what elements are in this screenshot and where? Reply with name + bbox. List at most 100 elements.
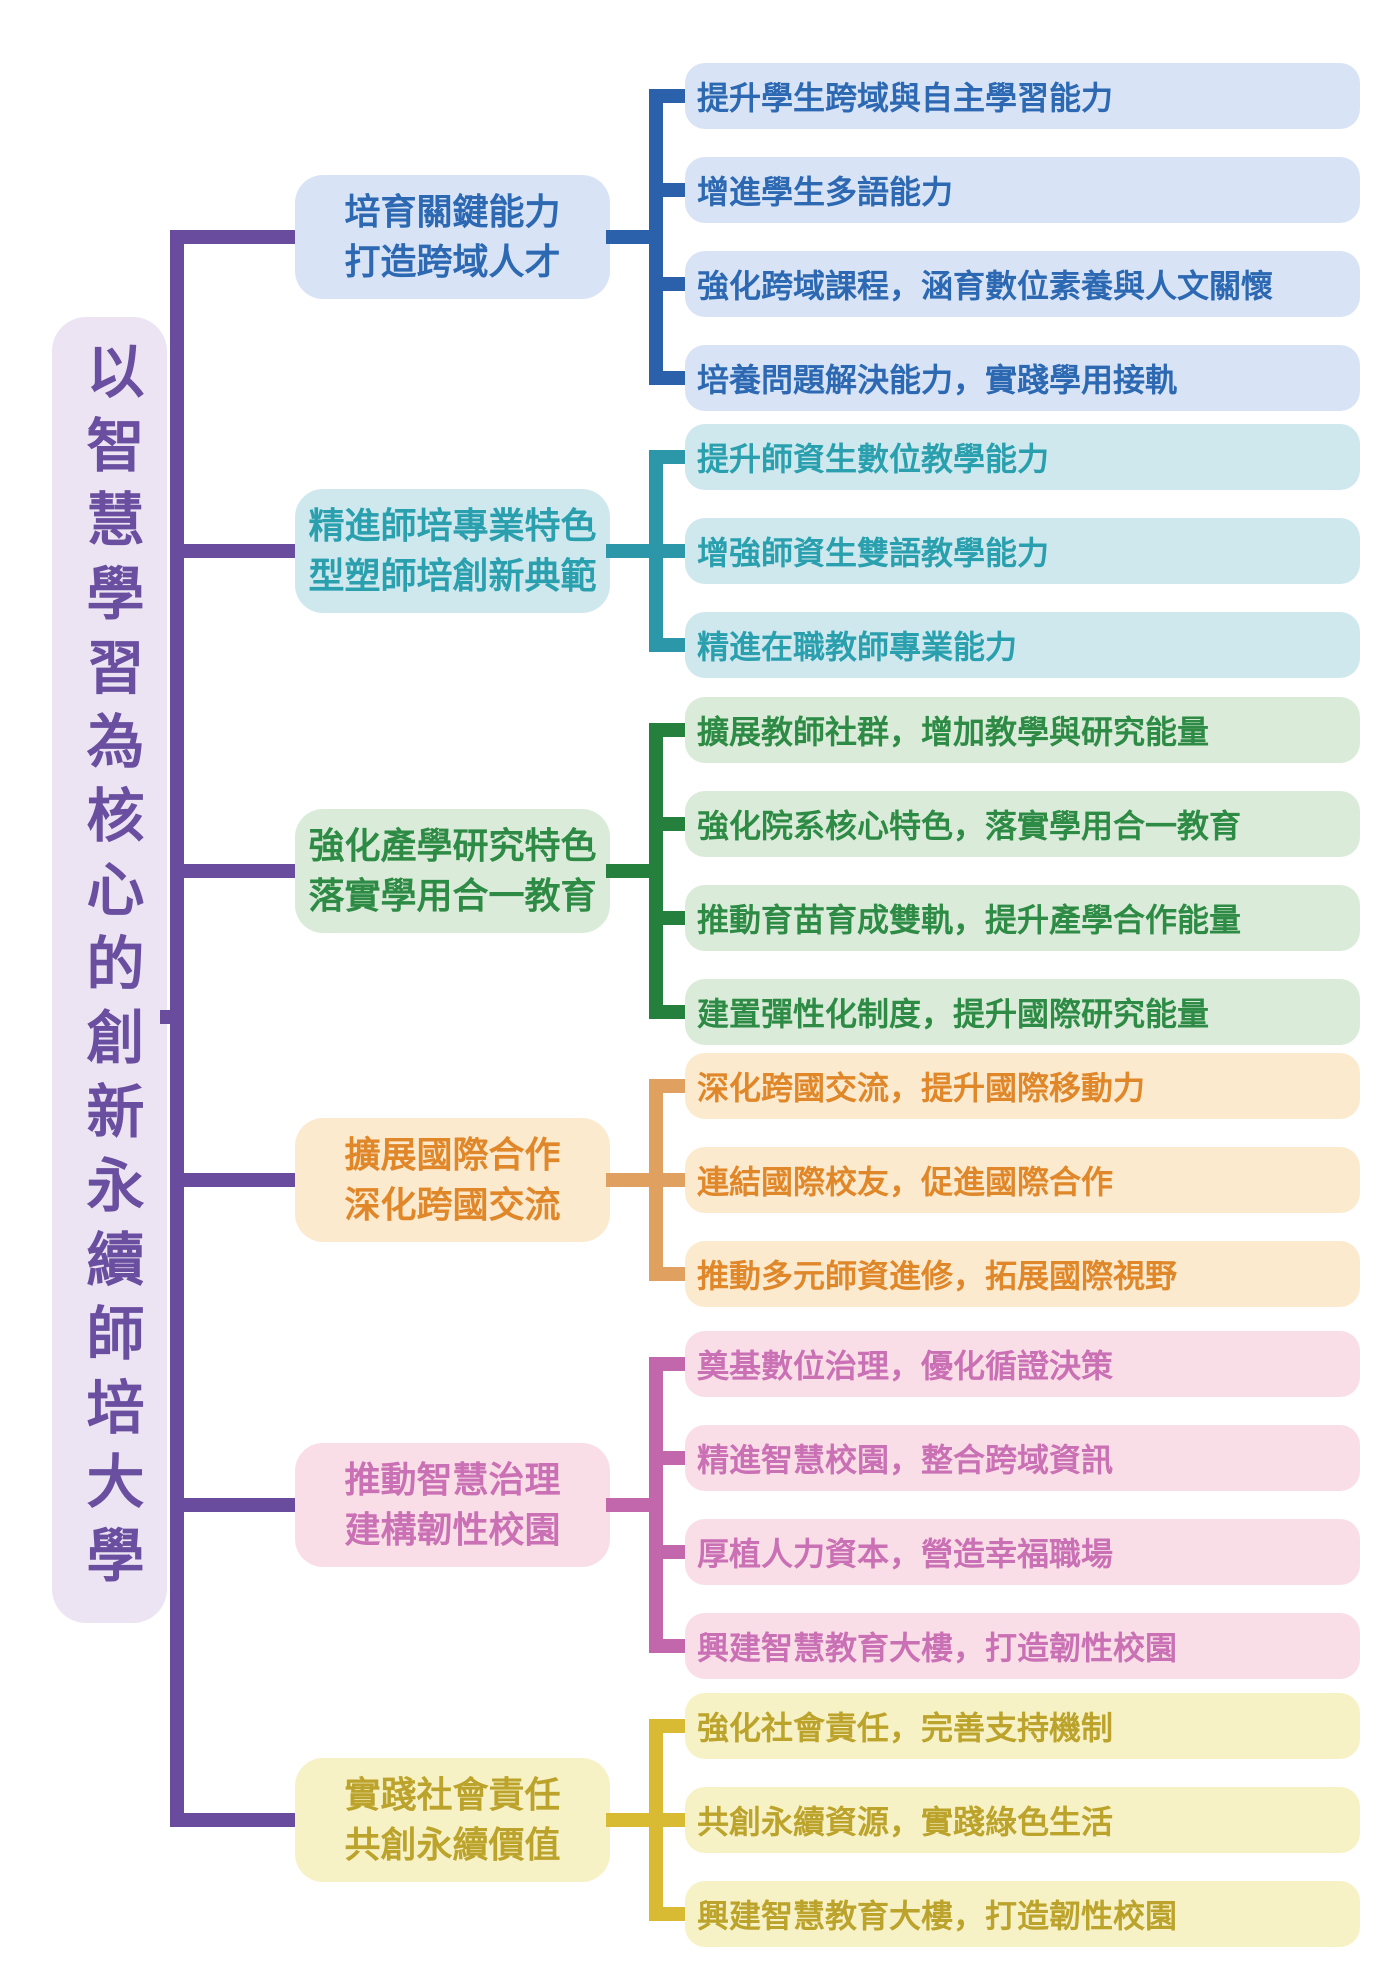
root-connector-line <box>160 1010 184 1024</box>
branch-node-label: 培育關鍵能力 打造跨域人才 <box>344 191 561 282</box>
branch-node: 培育關鍵能力 打造跨域人才 <box>295 175 610 299</box>
branch-trunk-line <box>649 450 663 652</box>
branch-link-line <box>606 864 663 878</box>
leaf-node: 增強師資生雙語教學能力 <box>685 518 1360 584</box>
leaf-node: 共創永續資源，實踐綠色生活 <box>685 1787 1360 1853</box>
leaf-node: 培養問題解決能力，實踐學用接軌 <box>685 345 1360 411</box>
leaf-connector-line <box>656 1639 690 1653</box>
branch-trunk-line <box>649 723 663 1019</box>
leaf-connector-line <box>656 450 690 464</box>
leaf-node: 提升學生跨域與自主學習能力 <box>685 63 1360 129</box>
leaf-node: 興建智慧教育大樓，打造韌性校園 <box>685 1613 1360 1679</box>
leaf-node: 精進智慧校園，整合跨域資訊 <box>685 1425 1360 1491</box>
root-node-label: 以智慧學習為核心的創新永續師培大學 <box>77 341 143 1599</box>
branch-connector-stub <box>178 230 296 244</box>
branch-connector-stub <box>178 1173 296 1187</box>
leaf-node-label: 深化跨國交流，提升國際移動力 <box>697 1070 1146 1106</box>
leaf-connector-line <box>656 911 690 925</box>
branch-connector-stub <box>178 864 296 878</box>
leaf-connector-line <box>656 1719 690 1733</box>
leaf-connector-line <box>656 1173 690 1187</box>
branch-node-label: 精進師培專業特色 型塑師培創新典範 <box>308 505 597 596</box>
leaf-connector-line <box>656 89 690 103</box>
leaf-node-label: 建置彈性化制度，提升國際研究能量 <box>697 996 1210 1032</box>
leaf-node-label: 興建智慧教育大樓，打造韌性校園 <box>697 1630 1178 1666</box>
leaf-node-label: 共創永續資源，實踐綠色生活 <box>697 1804 1114 1840</box>
leaf-node: 精進在職教師專業能力 <box>685 612 1360 678</box>
branch-link-line <box>606 1498 663 1512</box>
branch-node-label: 實踐社會責任 共創永續價值 <box>344 1774 561 1865</box>
branch-node: 實踐社會責任 共創永續價值 <box>295 1758 610 1882</box>
leaf-node-label: 增進學生多語能力 <box>697 174 954 210</box>
leaf-connector-line <box>656 1005 690 1019</box>
leaf-connector-line <box>656 723 690 737</box>
leaf-node: 強化院系核心特色，落實學用合一教育 <box>685 791 1360 857</box>
leaf-node: 增進學生多語能力 <box>685 157 1360 223</box>
branch-link-line <box>606 544 663 558</box>
leaf-connector-line <box>656 1267 690 1281</box>
branch-connector-stub <box>178 1813 296 1827</box>
branch-link-line <box>606 1173 663 1187</box>
leaf-connector-line <box>656 277 690 291</box>
branch-trunk-line <box>649 1719 663 1921</box>
leaf-node: 強化社會責任，完善支持機制 <box>685 1693 1360 1759</box>
leaf-node-label: 擴展教師社群，增加教學與研究能量 <box>697 714 1210 750</box>
leaf-connector-line <box>656 1813 690 1827</box>
leaf-node: 擴展教師社群，增加教學與研究能量 <box>685 697 1360 763</box>
leaf-connector-line <box>656 1357 690 1371</box>
leaf-connector-line <box>656 1545 690 1559</box>
leaf-node: 深化跨國交流，提升國際移動力 <box>685 1053 1360 1119</box>
leaf-node: 推動育苗育成雙軌，提升產學合作能量 <box>685 885 1360 951</box>
leaf-connector-line <box>656 1907 690 1921</box>
leaf-node-label: 連結國際校友，促進國際合作 <box>697 1164 1114 1200</box>
leaf-node-label: 推動多元師資進修，拓展國際視野 <box>697 1258 1178 1294</box>
root-node: 以智慧學習為核心的創新永續師培大學 <box>52 317 167 1623</box>
branch-link-line <box>606 230 663 244</box>
leaf-node: 提升師資生數位教學能力 <box>685 424 1360 490</box>
leaf-node-label: 提升師資生數位教學能力 <box>697 441 1050 477</box>
leaf-connector-line <box>656 1079 690 1093</box>
branch-node-label: 擴展國際合作 深化跨國交流 <box>344 1134 561 1225</box>
main-trunk-line <box>170 230 184 1827</box>
branch-trunk-line <box>649 1079 663 1281</box>
leaf-node-label: 奠基數位治理，優化循證決策 <box>697 1348 1114 1384</box>
branch-link-line <box>606 1813 663 1827</box>
leaf-node: 推動多元師資進修，拓展國際視野 <box>685 1241 1360 1307</box>
branch-trunk-line <box>649 1357 663 1653</box>
leaf-node-label: 精進智慧校園，整合跨域資訊 <box>697 1442 1114 1478</box>
leaf-connector-line <box>656 544 690 558</box>
leaf-node-label: 增強師資生雙語教學能力 <box>697 535 1050 571</box>
leaf-node-label: 培養問題解決能力，實踐學用接軌 <box>697 362 1178 398</box>
leaf-connector-line <box>656 638 690 652</box>
branch-node-label: 推動智慧治理 建構韌性校園 <box>344 1459 561 1550</box>
branch-node: 擴展國際合作 深化跨國交流 <box>295 1118 610 1242</box>
leaf-node: 強化跨域課程，涵育數位素養與人文關懷 <box>685 251 1360 317</box>
branch-connector-stub <box>178 1498 296 1512</box>
leaf-node: 興建智慧教育大樓，打造韌性校園 <box>685 1881 1360 1947</box>
leaf-connector-line <box>656 183 690 197</box>
leaf-node-label: 強化社會責任，完善支持機制 <box>697 1710 1114 1746</box>
leaf-node-label: 強化院系核心特色，落實學用合一教育 <box>697 808 1242 844</box>
leaf-node-label: 精進在職教師專業能力 <box>697 629 1018 665</box>
branch-node: 推動智慧治理 建構韌性校園 <box>295 1443 610 1567</box>
leaf-node-label: 推動育苗育成雙軌，提升產學合作能量 <box>697 902 1242 938</box>
leaf-node: 連結國際校友，促進國際合作 <box>685 1147 1360 1213</box>
branch-node: 精進師培專業特色 型塑師培創新典範 <box>295 489 610 613</box>
leaf-node-label: 提升學生跨域與自主學習能力 <box>697 80 1114 116</box>
leaf-node: 厚植人力資本，營造幸福職場 <box>685 1519 1360 1585</box>
branch-trunk-line <box>649 89 663 385</box>
branch-connector-stub <box>178 544 296 558</box>
leaf-node: 奠基數位治理，優化循證決策 <box>685 1331 1360 1397</box>
leaf-connector-line <box>656 371 690 385</box>
leaf-node: 建置彈性化制度，提升國際研究能量 <box>685 979 1360 1045</box>
leaf-node-label: 興建智慧教育大樓，打造韌性校園 <box>697 1898 1178 1934</box>
leaf-connector-line <box>656 1451 690 1465</box>
leaf-node-label: 厚植人力資本，營造幸福職場 <box>697 1536 1114 1572</box>
leaf-connector-line <box>656 817 690 831</box>
